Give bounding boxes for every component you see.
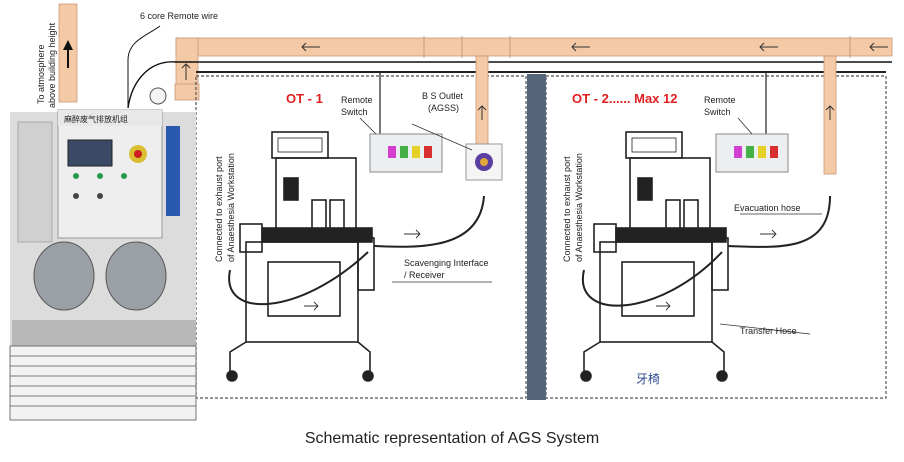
ot1-label: OT - 1 [286, 91, 323, 106]
ot2-label: OT - 2...... Max 12 [572, 91, 678, 106]
remote-switch-label-ot2-b: Switch [704, 107, 731, 117]
exhaust-port-label-ot1-a: Connected to exhaust port [214, 156, 224, 262]
remote-switch-label-ot1-a: Remote [341, 95, 373, 105]
remote-wire-label: 6 core Remote wire [140, 11, 219, 21]
exhaust-stack [58, 3, 78, 103]
exhaust-port-label-ot1-b: of Anaesthesia Workstation [226, 153, 236, 262]
anaesthesia-workstation-ot2 [580, 131, 729, 382]
watermark: 牙椅 [636, 372, 661, 386]
room-divider [527, 74, 546, 400]
remote-wire [127, 61, 892, 109]
remote-switch-label-ot2-a: Remote [704, 95, 736, 105]
remote-switch-label-ot1-b: Switch [341, 107, 368, 117]
cabinet-label: 麻醉废气排放机组 [64, 115, 128, 124]
building-height-label: above building height [47, 22, 57, 108]
brick-wall [9, 345, 197, 421]
main-duct [174, 36, 893, 101]
scavenging-interface-label-b: / Receiver [404, 270, 445, 280]
atmosphere-label: To atmosphere [36, 44, 46, 104]
exhaust-port-label-ot2-b: of Anaesthesia Workstation [574, 153, 584, 262]
figure-caption: Schematic representation of AGS System [304, 430, 600, 447]
bs-outlet-label-b: (AGSS) [428, 103, 460, 113]
hoses [228, 195, 831, 307]
drop-pipe-ot1 [475, 55, 489, 149]
evacuation-hose-label: Evacuation hose [734, 203, 801, 213]
bs-outlet-label-a: B S Outlet [422, 91, 464, 101]
scavenging-machine [10, 87, 196, 366]
transfer-hose-label: Transfer Hose [740, 326, 797, 336]
scavenging-interface-label-a: Scavenging Interface [404, 258, 489, 268]
exhaust-port-label-ot2-a: Connected to exhaust port [562, 156, 572, 262]
anaesthesia-workstation-ot1 [226, 131, 375, 382]
flow-arrows [181, 42, 888, 80]
remote-switch-panel-ot1 [369, 133, 443, 173]
remote-switch-panel-ot2 [715, 133, 789, 173]
